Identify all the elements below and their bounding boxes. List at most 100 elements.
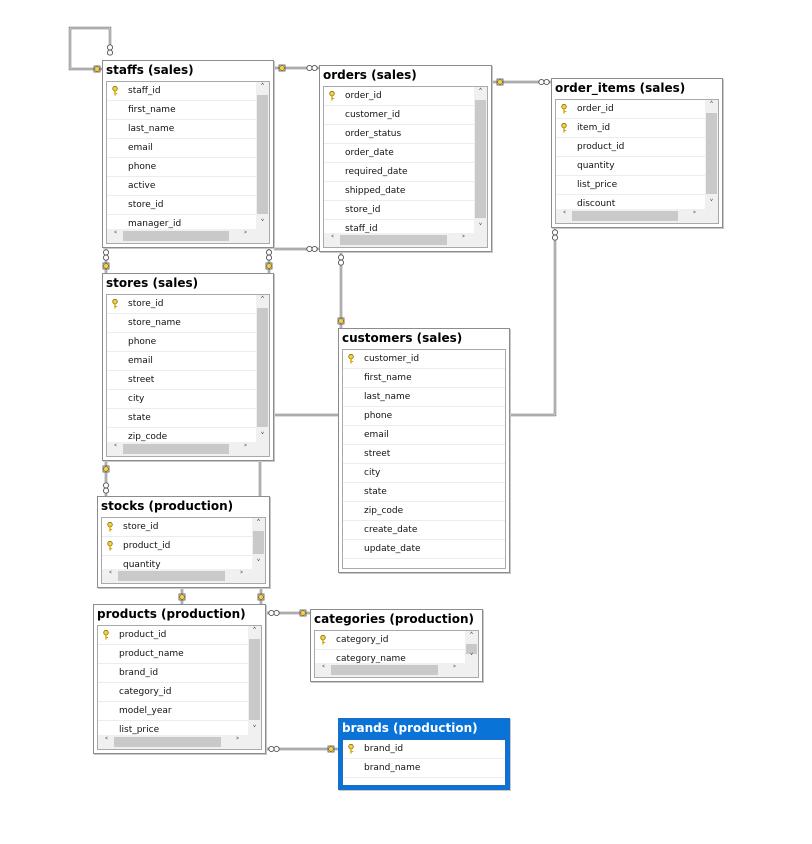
scroll-thumb[interactable] — [331, 665, 438, 675]
vertical-scrollbar[interactable]: ˄˅ — [705, 100, 718, 211]
scroll-left-icon[interactable]: ˂ — [321, 665, 326, 675]
column-row[interactable]: model_year — [98, 702, 249, 721]
column-row[interactable]: phone — [343, 407, 505, 426]
scroll-up-icon[interactable]: ˄ — [478, 88, 483, 98]
scroll-thumb[interactable] — [123, 231, 229, 241]
column-row[interactable]: brand_id — [343, 740, 505, 759]
table-title[interactable]: categories (production) — [314, 612, 475, 626]
horizontal-scrollbar[interactable]: ˂˃ — [324, 233, 487, 247]
column-row[interactable]: product_id — [556, 138, 706, 157]
column-row[interactable]: store_name — [107, 314, 257, 333]
scroll-down-icon[interactable]: ˅ — [260, 432, 265, 442]
column-row[interactable]: update_date — [343, 540, 505, 559]
scroll-left-icon[interactable]: ˂ — [104, 737, 109, 747]
scroll-down-icon[interactable]: ˅ — [260, 219, 265, 229]
column-row[interactable]: product_id — [98, 626, 249, 645]
column-row[interactable]: email — [107, 352, 257, 371]
column-row[interactable]: item_id — [556, 119, 706, 138]
column-row[interactable]: last_name — [343, 388, 505, 407]
column-row[interactable]: zip_code — [343, 502, 505, 521]
table-title[interactable]: stocks (production) — [101, 499, 234, 513]
column-row[interactable]: state — [343, 483, 505, 502]
column-row[interactable]: required_date — [324, 163, 475, 182]
column-row[interactable]: phone — [107, 333, 257, 352]
column-row[interactable]: last_name — [107, 120, 257, 139]
vertical-scrollbar[interactable]: ˄˅ — [248, 626, 261, 737]
column-row[interactable]: category_id — [315, 631, 466, 650]
scroll-down-icon[interactable]: ˅ — [709, 199, 714, 209]
horizontal-scrollbar[interactable]: ˂˃ — [102, 569, 265, 583]
column-row[interactable]: customer_id — [324, 106, 475, 125]
column-row[interactable]: store_id — [324, 201, 475, 220]
horizontal-scrollbar[interactable]: ˂˃ — [107, 229, 269, 243]
scroll-down-icon[interactable]: ˅ — [252, 725, 257, 735]
scroll-right-icon[interactable]: ˃ — [452, 665, 457, 675]
column-row[interactable]: first_name — [107, 101, 257, 120]
scroll-thumb[interactable] — [253, 531, 264, 554]
column-row[interactable]: store_id — [102, 518, 253, 537]
column-row[interactable]: active — [107, 177, 257, 196]
column-row[interactable]: category_id — [98, 683, 249, 702]
scroll-thumb[interactable] — [123, 444, 229, 454]
scroll-down-icon[interactable]: ˅ — [469, 653, 474, 663]
scroll-thumb[interactable] — [340, 235, 447, 245]
column-row[interactable]: first_name — [343, 369, 505, 388]
table-title[interactable]: order_items (sales) — [555, 81, 686, 95]
scroll-up-icon[interactable]: ˄ — [709, 101, 714, 111]
scroll-right-icon[interactable]: ˃ — [243, 444, 248, 454]
table-title[interactable]: orders (sales) — [323, 68, 417, 82]
column-row[interactable]: product_id — [102, 537, 253, 556]
scroll-thumb[interactable] — [475, 100, 486, 218]
scroll-up-icon[interactable]: ˄ — [260, 83, 265, 93]
column-row[interactable]: email — [343, 426, 505, 445]
column-row[interactable]: store_id — [107, 196, 257, 215]
column-row[interactable]: phone — [107, 158, 257, 177]
horizontal-scrollbar[interactable]: ˂˃ — [556, 209, 718, 223]
column-row[interactable]: brand_name — [343, 759, 505, 778]
column-row[interactable]: list_price — [556, 176, 706, 195]
horizontal-scrollbar[interactable]: ˂˃ — [315, 663, 478, 677]
column-row[interactable]: city — [107, 390, 257, 409]
horizontal-scrollbar[interactable]: ˂˃ — [98, 735, 261, 749]
scroll-thumb[interactable] — [114, 737, 221, 747]
column-row[interactable]: state — [107, 409, 257, 428]
column-row[interactable]: email — [107, 139, 257, 158]
scroll-down-icon[interactable]: ˅ — [256, 559, 261, 569]
vertical-scrollbar[interactable]: ˄˅ — [256, 295, 269, 444]
scroll-right-icon[interactable]: ˃ — [243, 231, 248, 241]
column-row[interactable]: order_status — [324, 125, 475, 144]
table-title[interactable]: stores (sales) — [106, 276, 199, 290]
scroll-down-icon[interactable]: ˅ — [478, 223, 483, 233]
column-row[interactable]: create_date — [343, 521, 505, 540]
scroll-left-icon[interactable]: ˂ — [113, 444, 118, 454]
scroll-thumb[interactable] — [257, 308, 268, 427]
column-row[interactable]: store_id — [107, 295, 257, 314]
scroll-thumb[interactable] — [118, 571, 225, 581]
table-title[interactable]: customers (sales) — [342, 331, 463, 345]
scroll-thumb[interactable] — [257, 95, 268, 214]
scroll-thumb[interactable] — [249, 639, 260, 720]
table-title[interactable]: brands (production) — [342, 721, 478, 735]
scroll-thumb[interactable] — [706, 113, 717, 194]
column-row[interactable]: staff_id — [107, 82, 257, 101]
scroll-left-icon[interactable]: ˂ — [108, 571, 113, 581]
scroll-right-icon[interactable]: ˃ — [692, 211, 697, 221]
scroll-up-icon[interactable]: ˄ — [256, 519, 261, 529]
scroll-thumb[interactable] — [466, 644, 477, 654]
column-row[interactable]: quantity — [556, 157, 706, 176]
scroll-left-icon[interactable]: ˂ — [330, 235, 335, 245]
scroll-up-icon[interactable]: ˄ — [260, 296, 265, 306]
vertical-scrollbar[interactable]: ˄˅ — [256, 82, 269, 231]
column-row[interactable]: customer_id — [343, 350, 505, 369]
horizontal-scrollbar[interactable]: ˂˃ — [107, 442, 269, 456]
scroll-left-icon[interactable]: ˂ — [113, 231, 118, 241]
vertical-scrollbar[interactable]: ˄˅ — [252, 518, 265, 571]
